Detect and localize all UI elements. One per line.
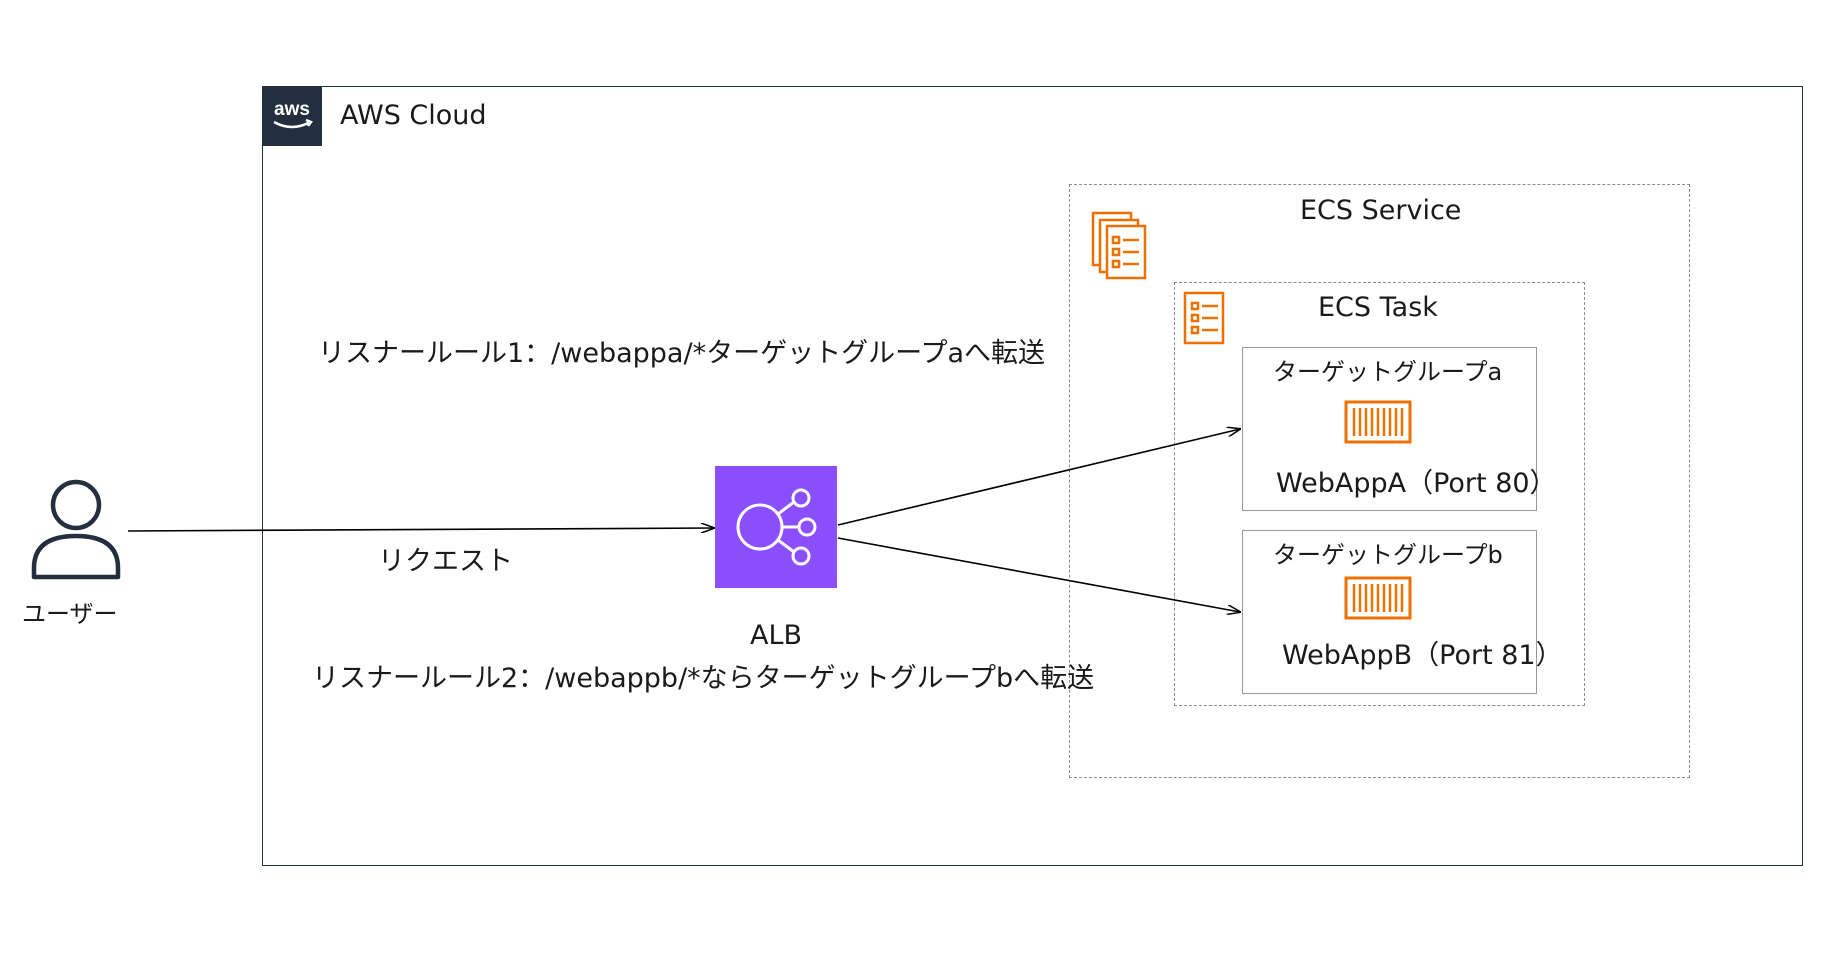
alb-label: ALB bbox=[750, 620, 803, 651]
webapp-a-label: WebAppA（Port 80） bbox=[1276, 468, 1557, 499]
alb-icon bbox=[715, 466, 837, 588]
request-label: リクエスト bbox=[378, 546, 513, 577]
container-icon bbox=[1344, 576, 1412, 620]
webapp-b-label: WebAppB（Port 81） bbox=[1282, 640, 1563, 671]
ecs-service-icon bbox=[1090, 210, 1150, 280]
ecs-service-label: ECS Service bbox=[1300, 195, 1462, 226]
user-label: ユーザー bbox=[22, 600, 118, 628]
user-icon bbox=[28, 478, 124, 580]
svg-text:aws: aws bbox=[274, 99, 310, 120]
alb-to-target-a-arrow bbox=[837, 429, 1240, 526]
ecs-task-label: ECS Task bbox=[1318, 292, 1438, 323]
request-arrow bbox=[127, 528, 714, 531]
ecs-task-group bbox=[1174, 282, 1585, 706]
container-icon bbox=[1344, 400, 1412, 444]
ecs-service-group bbox=[1069, 184, 1690, 778]
ecs-task-icon bbox=[1182, 290, 1226, 346]
aws-logo-icon: aws bbox=[262, 86, 322, 146]
target-group-a-label: ターゲットグループa bbox=[1273, 358, 1503, 386]
listener-rule-1: リスナールール1：/webappa/*ターゲットグループaへ転送 bbox=[318, 338, 1045, 369]
target-group-b-label: ターゲットグループb bbox=[1273, 541, 1503, 569]
listener-rule-2: リスナールール2：/webappb/*ならターゲットグループbへ転送 bbox=[312, 663, 1095, 694]
alb-to-target-b-arrow bbox=[837, 537, 1240, 612]
aws-cloud-group bbox=[262, 86, 1803, 866]
aws-cloud-label: AWS Cloud bbox=[340, 100, 487, 131]
